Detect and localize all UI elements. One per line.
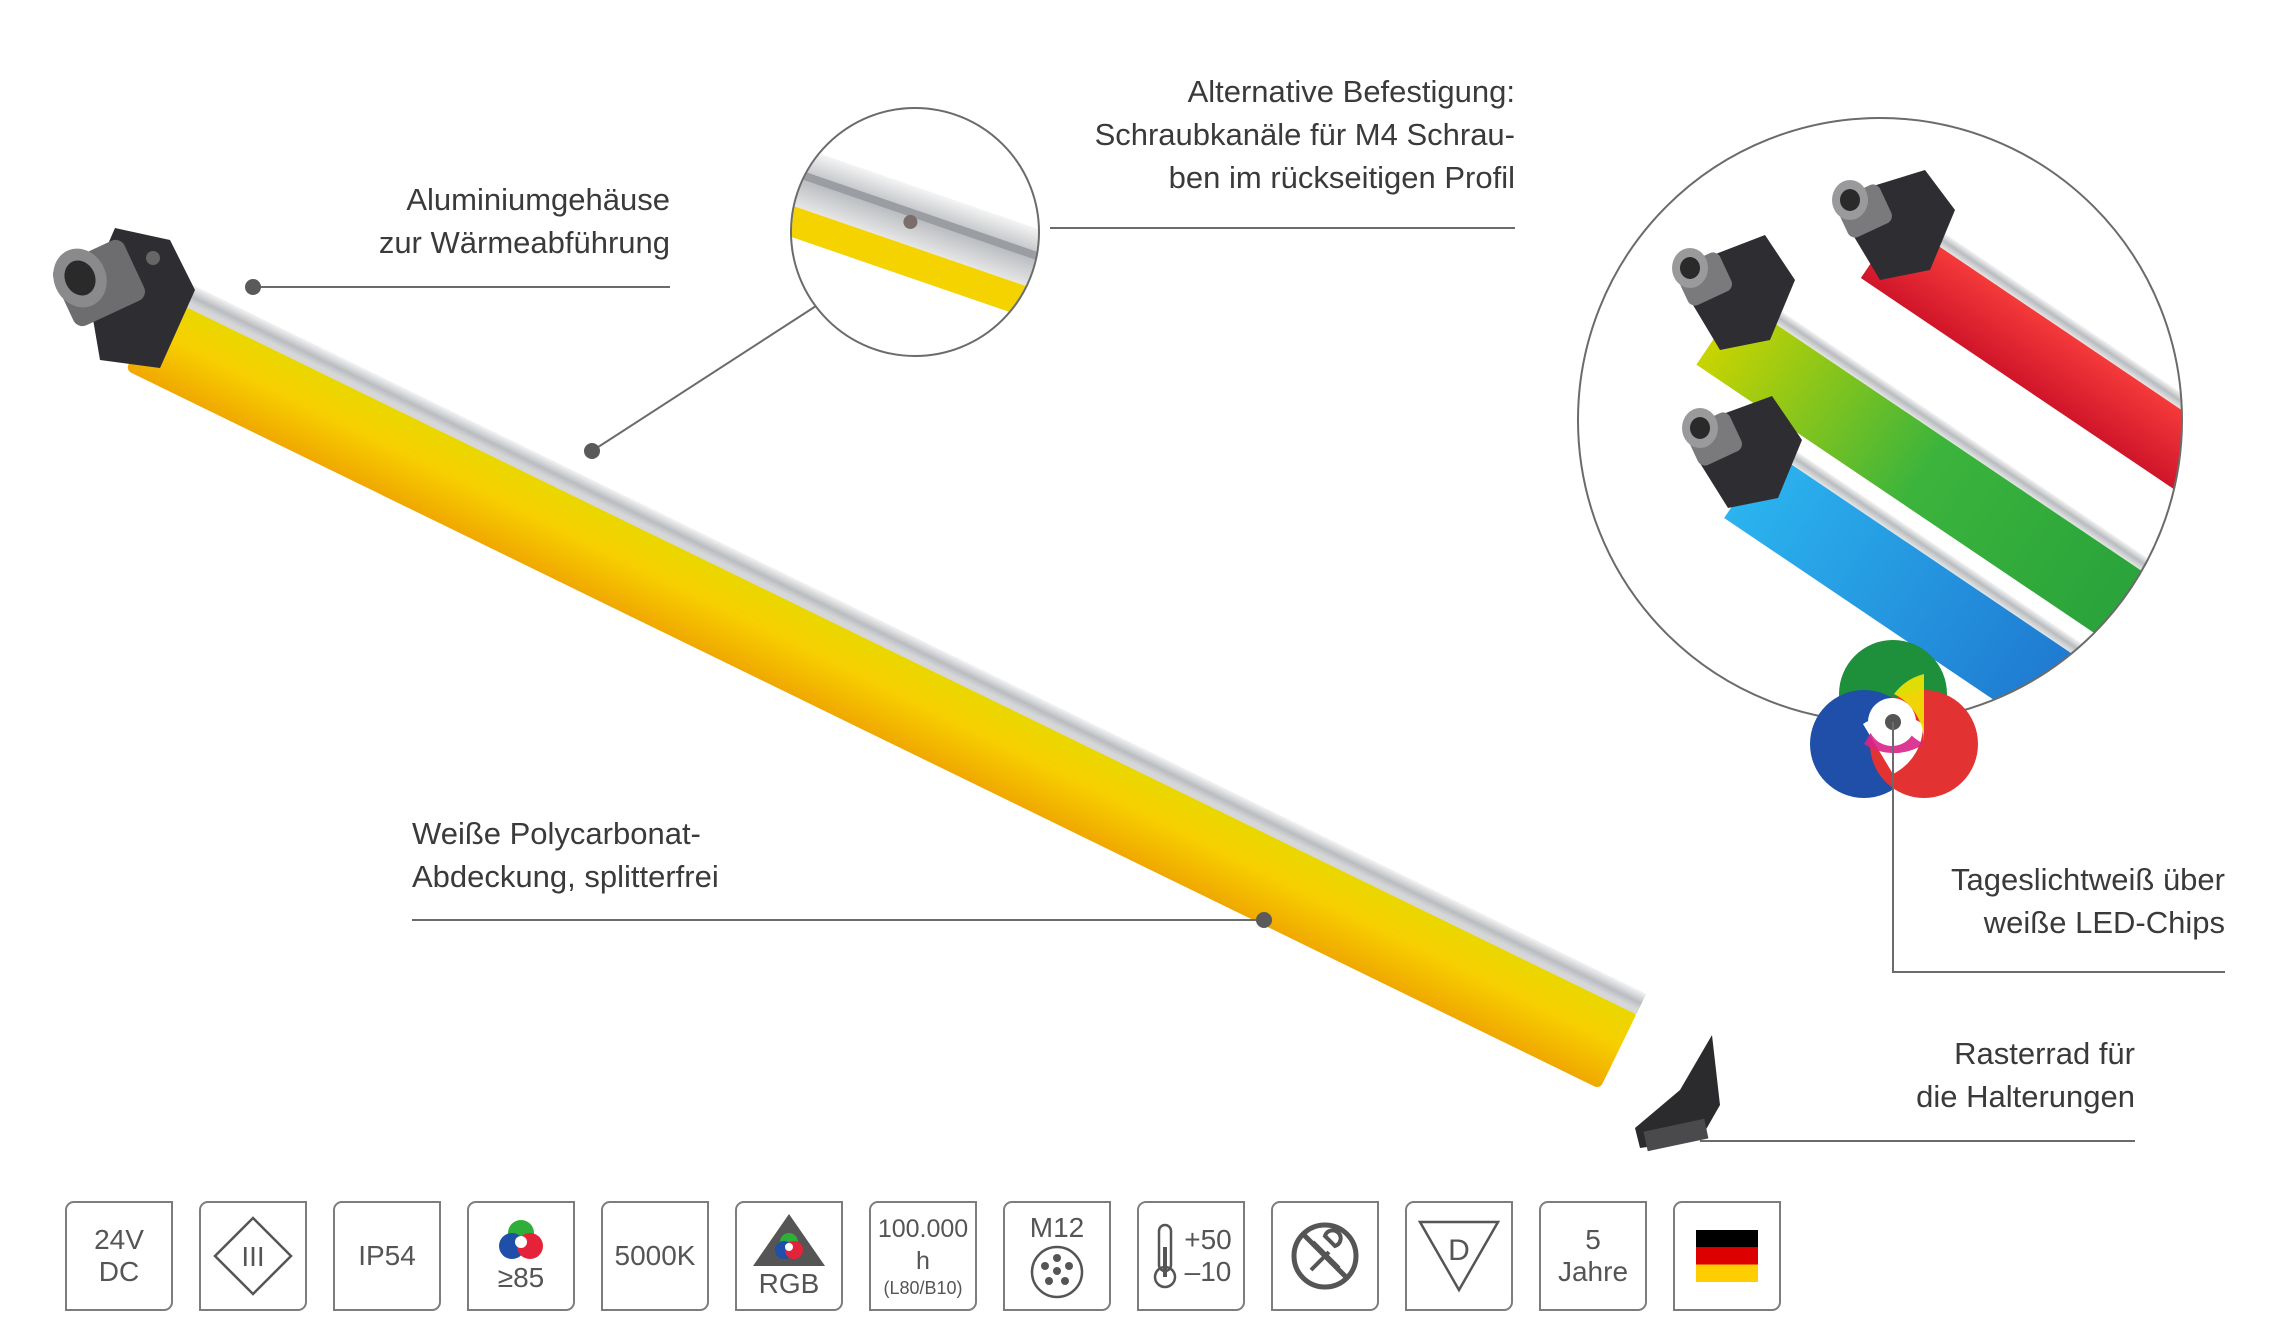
callout-dots (245, 279, 1272, 928)
callout-housing-line2: zur Wärmeabführung (378, 225, 670, 260)
badge-rgb-label: RGB (758, 1268, 820, 1299)
callout-daylight-line2: weiße LED-Chips (1983, 905, 2225, 940)
badge-voltage-value: 24V (94, 1224, 144, 1255)
german-flag-icon (1696, 1230, 1758, 1282)
callout-housing: Aluminiumgehäuse zur Wärmeabführung (300, 178, 670, 264)
leader-lines (253, 227, 2225, 1142)
badge-d-mark: D (1405, 1201, 1513, 1311)
badge-voltage: 24V DC (65, 1201, 173, 1311)
callout-daylight: Tageslichtweiß über weiße LED-Chips (1900, 858, 2225, 944)
badge-color-rendering: ≥85 (467, 1201, 575, 1311)
color-rendering-icon (499, 1220, 543, 1259)
callout-mounting: Alternative Befestigung: Schraubkanäle f… (1000, 70, 1515, 199)
badge-temperature-min: –10 (1184, 1256, 1232, 1287)
magnifier-rear-profile (790, 107, 1040, 357)
callout-daylight-line1: Tageslichtweiß über (1951, 862, 2225, 897)
badge-ip-rating-value: IP54 (358, 1240, 416, 1271)
badge-temperature-max: +50 (1184, 1224, 1232, 1255)
led-tube-yellow (127, 274, 1647, 1088)
callout-housing-line1: Aluminiumgehäuse (406, 182, 670, 217)
rgb-triangle-icon (753, 1214, 825, 1266)
m12-connector-icon (1030, 1245, 1084, 1299)
badge-protection-class: III (199, 1201, 307, 1311)
badge-color-rendering-value: ≥85 (497, 1262, 545, 1293)
tube-end-cap-left (52, 228, 195, 368)
thermometer-icon (1154, 1223, 1177, 1289)
badge-connector-label: M12 (1029, 1212, 1085, 1243)
badge-rgb: RGB (735, 1201, 843, 1311)
badge-lifetime-hours: 100.000 h (877, 1215, 969, 1275)
badge-temperature: +50 –10 (1137, 1201, 1245, 1311)
badge-protection-class-label: III (241, 1241, 264, 1272)
callout-cover-line2: Abdeckung, splitterfrei (412, 859, 719, 894)
callout-cover-line1: Weiße Polycarbonat- (412, 816, 701, 851)
badge-color-temperature-value: 5000K (614, 1240, 696, 1271)
badge-lifetime: 100.000 h (L80/B10) (869, 1201, 977, 1311)
callout-mounting-line2: Schraubkanäle für M4 Schrau- (1094, 117, 1515, 152)
protection-class-iii-icon: III (213, 1216, 293, 1296)
badge-warranty-unit: Jahre (1557, 1256, 1629, 1287)
tube-end-cap-right (1635, 1035, 1720, 1152)
no-tools-icon (1291, 1222, 1359, 1290)
rgb-tubes-detail (1577, 117, 2183, 723)
badge-lifetime-spec: (L80/B10) (883, 1278, 963, 1298)
callout-detent-line2: die Halterungen (1916, 1079, 2135, 1114)
callout-detent: Rasterrad für die Halterungen (1800, 1032, 2135, 1118)
badge-connector: M12 (1003, 1201, 1111, 1311)
badge-voltage-unit: DC (98, 1256, 140, 1287)
badge-color-temperature: 5000K (601, 1201, 709, 1311)
badge-warranty-years: 5 (1585, 1224, 1601, 1255)
callout-mounting-line1: Alternative Befestigung: (1187, 74, 1515, 109)
badge-warranty: 5 Jahre (1539, 1201, 1647, 1311)
callout-detent-line1: Rasterrad für (1954, 1036, 2135, 1071)
badge-no-tools (1271, 1201, 1379, 1311)
callout-cover: Weiße Polycarbonat- Abdeckung, splitterf… (412, 812, 719, 898)
callout-mounting-line3: ben im rückseitigen Profil (1168, 160, 1515, 195)
badge-d-mark-label: D (1448, 1234, 1470, 1267)
badge-made-in-germany (1673, 1201, 1781, 1311)
d-mark-icon: D (1417, 1220, 1501, 1293)
badge-ip-rating: IP54 (333, 1201, 441, 1311)
